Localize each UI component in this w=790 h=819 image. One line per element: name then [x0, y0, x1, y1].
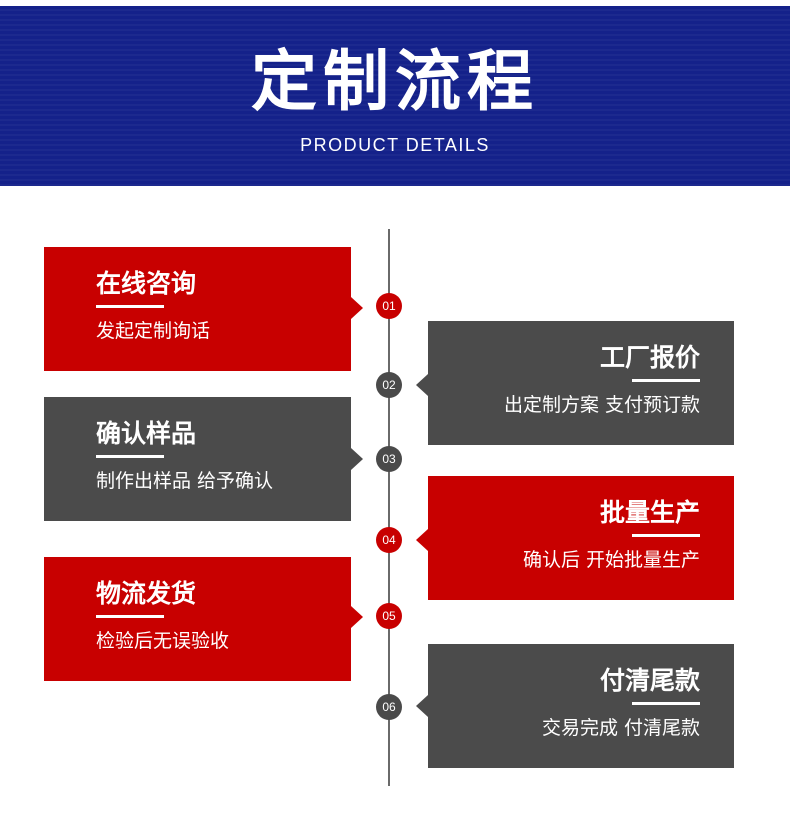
step-pointer	[351, 606, 363, 628]
step-desc: 交易完成 付清尾款	[541, 717, 700, 739]
step-card-06: 付清尾款 交易完成 付清尾款	[416, 644, 734, 768]
step-card-02: 工厂报价 出定制方案 支付预订款	[416, 321, 734, 445]
step-desc: 制作出样品 给予确认	[96, 470, 274, 492]
title-underline	[632, 379, 700, 382]
step-number-02: 02	[376, 372, 402, 398]
timeline-line	[388, 229, 390, 786]
step-pointer	[416, 529, 428, 551]
step-number-05: 05	[376, 603, 402, 629]
step-desc: 发起定制询话	[96, 320, 211, 342]
step-card-03: 确认样品 制作出样品 给予确认	[44, 397, 363, 521]
title-underline	[632, 534, 700, 537]
step-title: 在线咨询	[96, 269, 197, 298]
step-pointer	[416, 695, 428, 717]
step-number-04: 04	[376, 527, 402, 553]
page-title: 定制流程	[251, 43, 539, 120]
step-title: 确认样品	[96, 419, 197, 448]
step-pointer	[351, 297, 363, 319]
step-number-01: 01	[376, 293, 402, 319]
step-title: 付清尾款	[599, 666, 700, 695]
title-underline	[632, 702, 700, 705]
step-number-06: 06	[376, 694, 402, 720]
step-card-04: 批量生产 确认后 开始批量生产	[416, 476, 734, 600]
step-pointer	[416, 374, 428, 396]
step-pointer	[351, 448, 363, 470]
step-desc: 检验后无误验收	[96, 630, 230, 652]
step-desc: 确认后 开始批量生产	[522, 549, 700, 571]
step-title: 物流发货	[96, 579, 197, 608]
step-number-03: 03	[376, 446, 402, 472]
header-banner: 定制流程 PRODUCT DETAILS	[0, 6, 790, 186]
step-card-05: 物流发货 检验后无误验收	[44, 557, 363, 681]
title-underline	[96, 455, 164, 458]
step-card-01: 在线咨询 发起定制询话	[44, 247, 363, 371]
title-underline	[96, 305, 164, 308]
title-underline	[96, 615, 164, 618]
step-title: 批量生产	[599, 498, 700, 527]
step-title: 工厂报价	[599, 343, 700, 372]
page-subtitle: PRODUCT DETAILS	[300, 135, 490, 155]
step-desc: 出定制方案 支付预订款	[503, 394, 700, 416]
